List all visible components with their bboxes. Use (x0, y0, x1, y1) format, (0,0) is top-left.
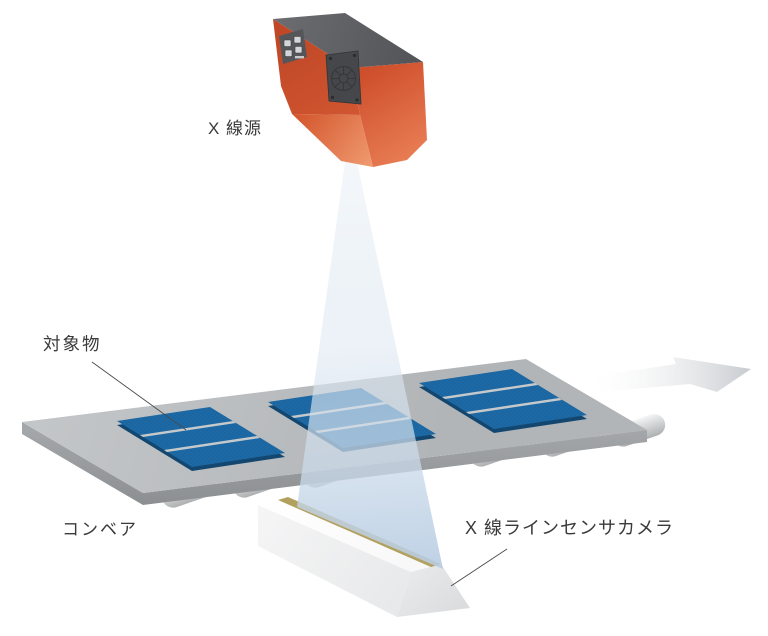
conveyor-direction-arrow (590, 357, 751, 392)
label-xray-source: X 線源 (208, 119, 262, 138)
label-conveyor: コンベア (62, 520, 138, 539)
label-target-object: 対象物 (43, 334, 102, 354)
camera-end-face (397, 564, 470, 617)
source-top-face (273, 13, 423, 68)
fan-grille-icon (325, 50, 362, 105)
xray-beam (297, 162, 443, 569)
connector-panel-icon (279, 29, 307, 64)
camera-front-face (258, 505, 411, 617)
object-panel-3 (419, 369, 587, 433)
conveyor-left-edge (22, 422, 143, 505)
leader-line-camera (450, 548, 508, 587)
xray-source-device (273, 13, 427, 167)
source-right-face (350, 62, 427, 167)
annotations: X 線源 対象物 コンベア X 線ラインセンサカメラ (43, 119, 674, 587)
camera-top-face (258, 497, 441, 572)
source-bottom-wedge (292, 114, 373, 167)
label-line-sensor-camera: X 線ラインセンサカメラ (465, 518, 674, 538)
leader-line-target-object (91, 361, 187, 431)
object-panel-1 (117, 407, 285, 471)
